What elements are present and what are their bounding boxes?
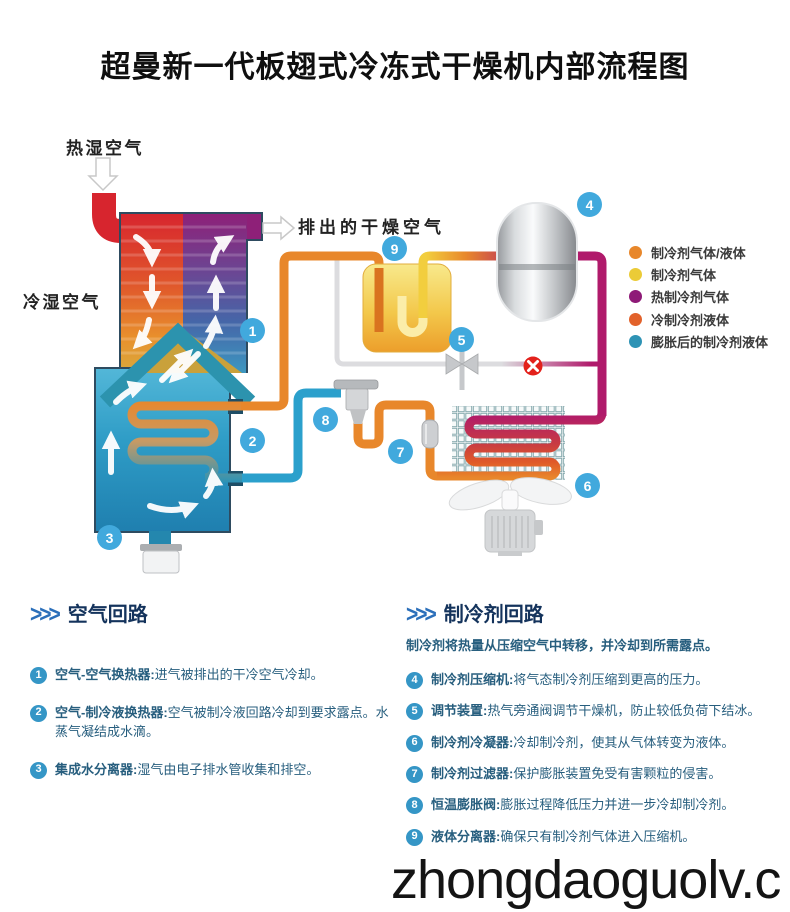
section-air-circuit: >>> 空气回路 1 空气-空气换热器:进气被排出的干冷空气冷却。 2 空气-制…: [30, 601, 395, 780]
step-badge-7: 7: [388, 439, 413, 464]
list-item: 3 集成水分离器:湿气由电子排水管收集和排空。: [30, 761, 395, 780]
legend-item: 制冷剂气体: [629, 263, 768, 285]
item-text: 空气-制冷液换热器:空气被制冷液回路冷却到要求露点。水蒸气凝结成水滴。: [55, 704, 389, 739]
legend-label: 膨胀后的制冷剂液体: [651, 335, 769, 351]
water-drain: [140, 531, 182, 574]
item-badge: 8: [406, 797, 423, 815]
section-air-header: >>> 空气回路: [30, 601, 395, 628]
step-badge-6: 6: [575, 473, 600, 498]
list-item: 8 恒温膨胀阀:膨胀过程降低压力并进一步冷却制冷剂。: [406, 796, 788, 815]
step-badge-1: 1: [240, 318, 265, 343]
list-item: 4 制冷剂压缩机:将气态制冷剂压缩到更高的压力。: [406, 671, 788, 690]
section-air-title: 空气回路: [67, 604, 148, 626]
item-badge: 5: [406, 703, 423, 721]
legend-item: 热制冷剂气体: [629, 286, 768, 308]
pipe-evaporator-to-separator: [241, 251, 384, 411]
item-text: 调节装置:热气旁通阀调节干燥机，防止较低负荷下结冰。: [431, 703, 761, 719]
list-item: 6 制冷剂冷凝器:冷却制冷剂，使其从气体转变为液体。: [406, 734, 788, 753]
condenser-fan: [448, 477, 572, 556]
list-item: 9 液体分离器:确保只有制冷剂气体进入压缩机。: [406, 828, 788, 847]
item-badge: 7: [406, 766, 423, 784]
airflow-arrows: [101, 234, 235, 519]
item-badge: 2: [30, 704, 47, 722]
legend: 制冷剂气体/液体 制冷剂气体 热制冷剂气体 冷制冷剂液体 膨胀后的制冷剂液体: [629, 241, 768, 353]
item-text: 恒温膨胀阀:膨胀过程降低压力并进一步冷却制冷剂。: [431, 797, 735, 813]
section-refrigerant-circuit: >>> 制冷剂回路 制冷剂将热量从压缩空气中转移，并冷却到所需露点。 4 制冷剂…: [406, 601, 788, 847]
label-hot-humid-air: 热湿空气: [66, 139, 144, 158]
legend-item: 制冷剂气体/液体: [629, 241, 768, 263]
list-item: 1 空气-空气换热器:进气被排出的干冷空气冷却。: [30, 666, 395, 685]
condenser: [437, 406, 607, 481]
expansion-valve: [333, 379, 379, 424]
step-badge-9: 9: [382, 236, 407, 261]
section-refrigerant-header: >>> 制冷剂回路: [406, 601, 788, 628]
item-badge: 9: [406, 828, 423, 846]
pipe-expanded-refrigerant: [242, 388, 341, 483]
legend-label: 热制冷剂气体: [651, 290, 730, 306]
liquid-separator: [362, 263, 452, 353]
item-badge: 4: [406, 672, 423, 689]
legend-item: 膨胀后的制冷剂液体: [629, 331, 768, 353]
list-item: 7 制冷剂过滤器:保护膨胀装置免受有害颗粒的侵害。: [406, 765, 788, 784]
item-text: 液体分离器:确保只有制冷剂气体进入压缩机。: [431, 828, 696, 844]
regulating-valve: [445, 346, 479, 390]
legend-dot-cold-liquid: [629, 312, 642, 326]
bypass-line: [334, 254, 600, 367]
page-title: 超曼新一代板翅式冷冻式干燥机内部流程图: [100, 51, 690, 84]
list-item: 5 调节装置:热气旁通阀调节干燥机，防止较低负荷下结冰。: [406, 702, 788, 721]
item-badge: 6: [406, 734, 423, 752]
chevrons-icon: >>>: [30, 601, 61, 628]
outlet-arrow-icon: [262, 215, 296, 241]
legend-dot-gas: [629, 268, 642, 282]
legend-dot-expanded-liquid: [629, 335, 642, 349]
item-text: 制冷剂过滤器:保护膨胀装置免受有害颗粒的侵害。: [431, 766, 722, 782]
label-cold-humid-air: 冷湿空气: [23, 293, 101, 312]
item-badge: 3: [30, 761, 47, 779]
item-badge: 1: [30, 667, 47, 684]
closed-x-icon: [523, 356, 543, 376]
item-text: 空气-空气换热器:进气被排出的干冷空气冷却。: [55, 667, 324, 682]
item-text: 集成水分离器:湿气由电子排水管收集和排空。: [55, 761, 320, 777]
flow-diagram: [87, 157, 607, 574]
step-badge-2: 2: [240, 428, 265, 453]
legend-label: 制冷剂气体: [651, 268, 717, 284]
chevron-teal: [99, 322, 256, 408]
label-dry-air-out: 排出的干燥空气: [298, 218, 445, 237]
step-badge-4: 4: [577, 192, 602, 217]
legend-dot-hot-gas: [629, 290, 642, 304]
step-badge-3: 3: [97, 525, 122, 550]
evaporator-coil: [127, 401, 243, 483]
pipe-liquid-return: [353, 400, 438, 481]
legend-dot-gas-liquid: [629, 245, 642, 259]
chevrons-icon: >>>: [406, 601, 437, 628]
legend-label: 制冷剂气体/液体: [651, 245, 746, 261]
section-refrigerant-subtitle: 制冷剂将热量从压缩空气中转移，并冷却到所需露点。: [406, 638, 719, 653]
air-refrigerant-heat-exchanger: [94, 322, 256, 533]
watermark: zhongdaoguolv.c: [391, 850, 781, 910]
inlet-arrow-icon: [87, 157, 119, 192]
compressor: [496, 202, 578, 322]
legend-label: 冷制冷剂液体: [651, 312, 730, 328]
step-badge-5: 5: [449, 327, 474, 352]
section-refrigerant-title: 制冷剂回路: [443, 604, 544, 626]
item-text: 制冷剂冷凝器:冷却制冷剂，使其从气体转变为液体。: [431, 734, 735, 750]
step-badge-8: 8: [313, 407, 338, 432]
item-text: 制冷剂压缩机:将气态制冷剂压缩到更高的压力。: [431, 672, 709, 687]
refrigerant-filter: [421, 419, 439, 449]
legend-item: 冷制冷剂液体: [629, 308, 768, 330]
list-item: 2 空气-制冷液换热器:空气被制冷液回路冷却到要求露点。水蒸气凝结成水滴。: [30, 704, 395, 742]
